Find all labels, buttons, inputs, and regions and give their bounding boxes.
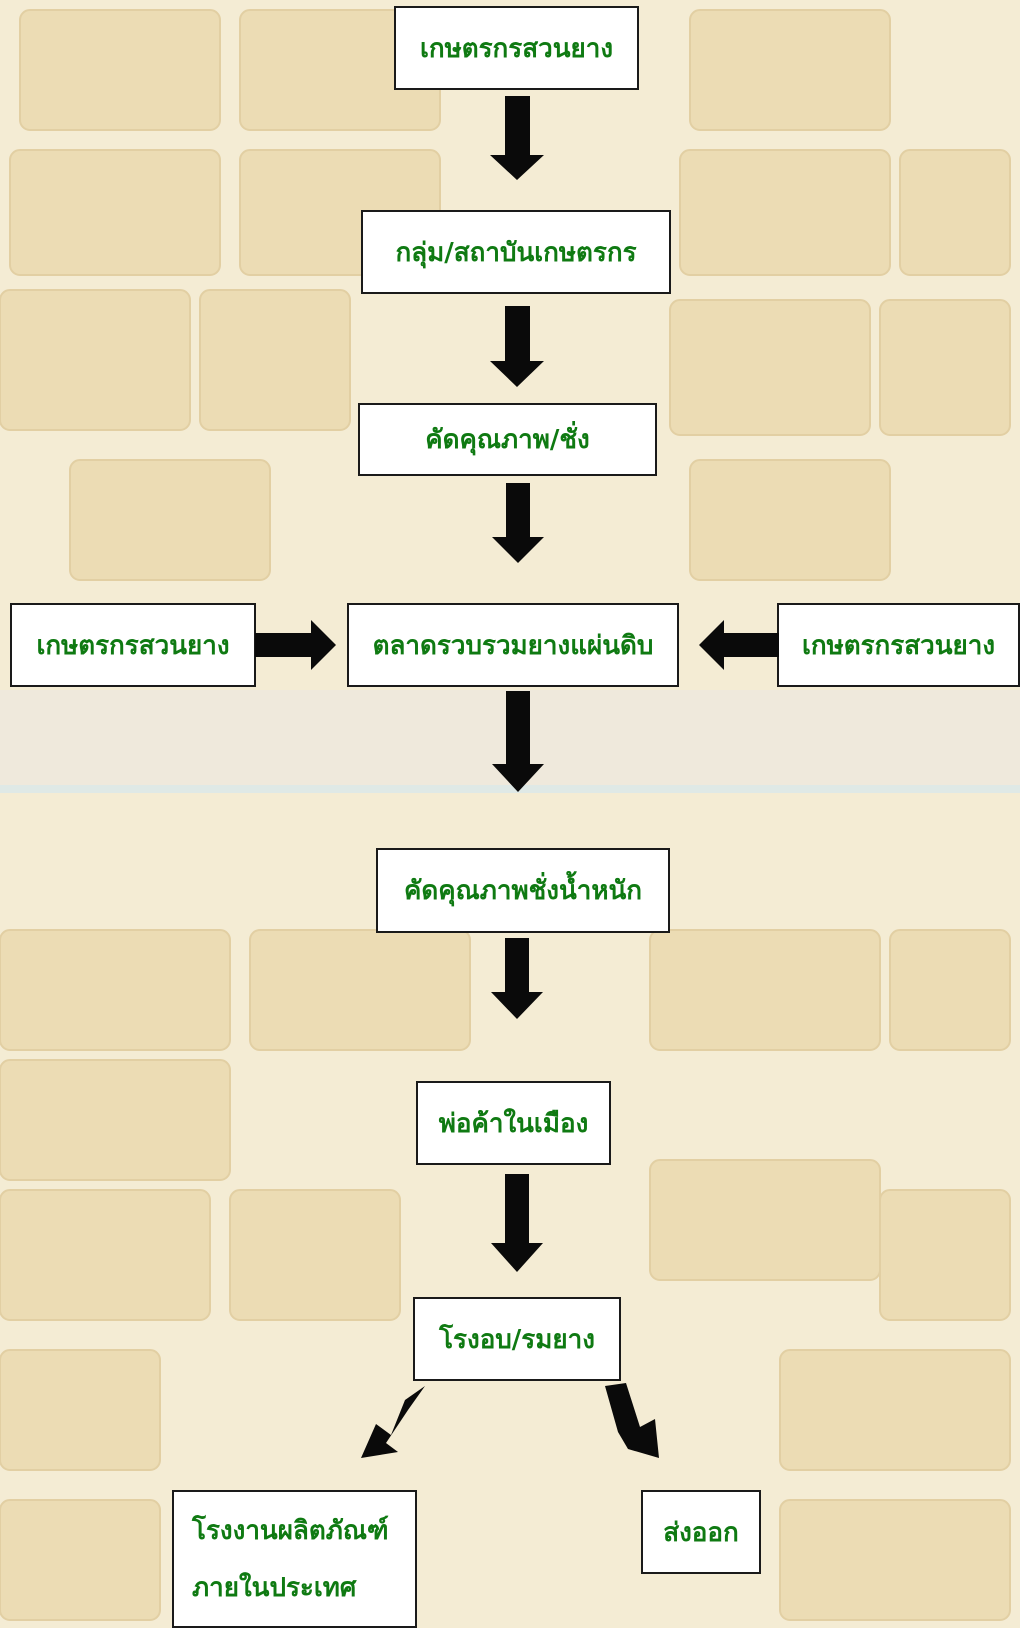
node-farmer-group: กลุ่ม/สถาบันเกษตรกร	[361, 210, 671, 294]
node-quality-weight: คัดคุณภาพชั่งน้ำหนัก	[376, 848, 670, 933]
arrow-down-6	[491, 1174, 543, 1272]
node-rubber-farmer-left: เกษตรกรสวนยาง	[10, 603, 256, 687]
arrow-down-4	[492, 691, 544, 792]
node-export: ส่งออก	[641, 1490, 761, 1574]
arrow-diagonal-to-factory	[361, 1386, 425, 1458]
node-domestic-factory-line2: ภายในประเทศ	[192, 1573, 357, 1603]
arrow-down-2	[490, 306, 544, 387]
node-central-rubber-market: ตลาดรวบรวมยางแผ่นดิบ	[347, 603, 679, 687]
node-domestic-factory-line1: โรงงานผลิตภัณฑ์	[192, 1516, 389, 1546]
arrow-down-3	[492, 483, 544, 563]
node-local-trader: พ่อค้าในเมือง	[416, 1081, 611, 1165]
node-rubber-farmer-top: เกษตรกรสวนยาง	[394, 6, 639, 90]
node-smoke-house: โรงอบ/รมยาง	[413, 1297, 621, 1381]
arrow-diagonal-to-export	[605, 1383, 659, 1458]
arrow-down-1	[490, 96, 544, 180]
node-domestic-factory: โรงงานผลิตภัณฑ์ ภายในประเทศ	[172, 1490, 417, 1628]
lower-sheet-rack	[0, 929, 1011, 1621]
node-quality-weigh: คัดคุณภาพ/ชั่ง	[358, 403, 657, 476]
arrow-right-left-farmer	[255, 620, 336, 670]
arrow-left-right-farmer	[699, 620, 779, 670]
arrow-down-5	[491, 938, 543, 1019]
upper-sheet-rack	[0, 9, 1011, 581]
